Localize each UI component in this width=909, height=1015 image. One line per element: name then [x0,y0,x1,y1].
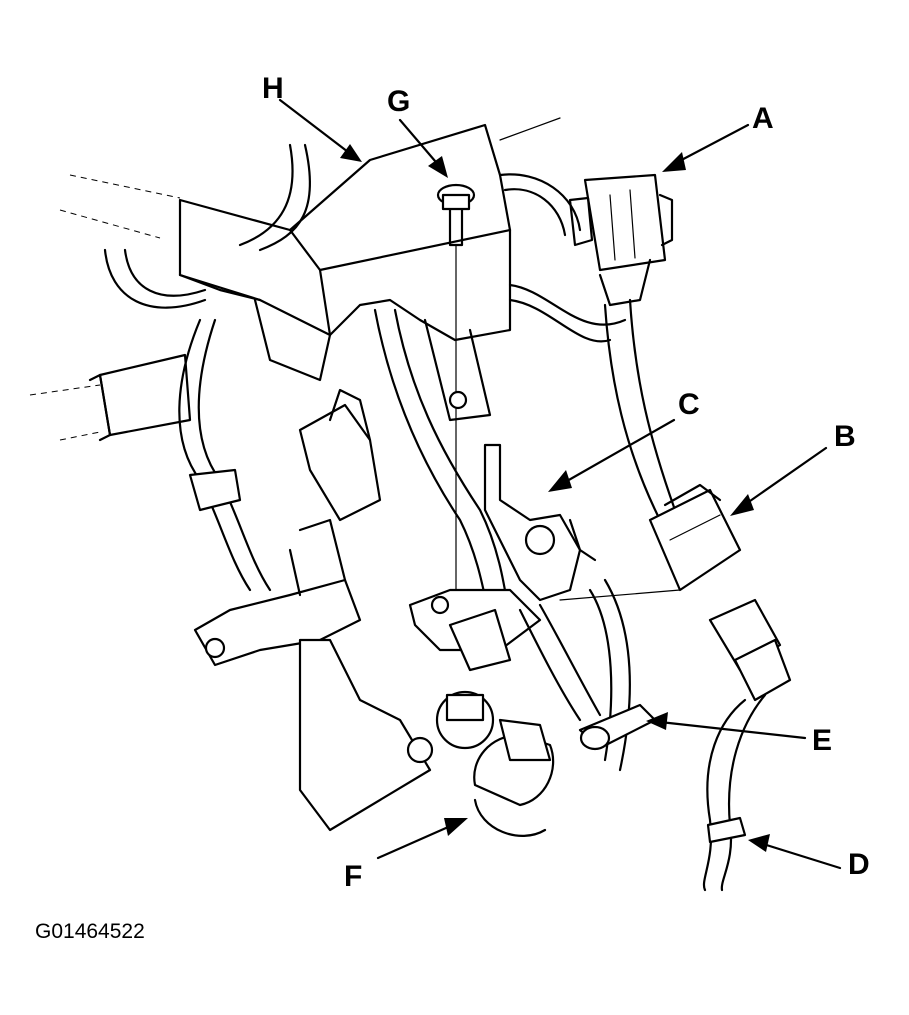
bolt-g [436,183,476,601]
callout-c: C [678,388,700,421]
lower-left-bracket [193,518,362,667]
callout-b: B [834,420,856,453]
left-harness [178,318,382,592]
clip-e [578,703,657,751]
connector-a [568,173,674,307]
bracket-h [88,123,512,442]
upper-harness [103,143,627,343]
callout-d: D [848,848,870,881]
wire-to-b [603,298,677,522]
connector-d-harness [702,598,792,892]
connector-f [473,718,555,837]
callout-g: G [387,85,410,118]
figure-id: G01464522 [35,920,145,943]
center-connector [448,578,631,772]
background-reference-lines [29,117,681,601]
callout-e: E [812,724,832,757]
connector-b [648,483,742,592]
clip-c [483,443,597,602]
callout-a: A [752,102,774,135]
leader-lines [278,98,842,870]
callout-h: H [262,72,284,105]
callout-f: F [344,860,362,893]
